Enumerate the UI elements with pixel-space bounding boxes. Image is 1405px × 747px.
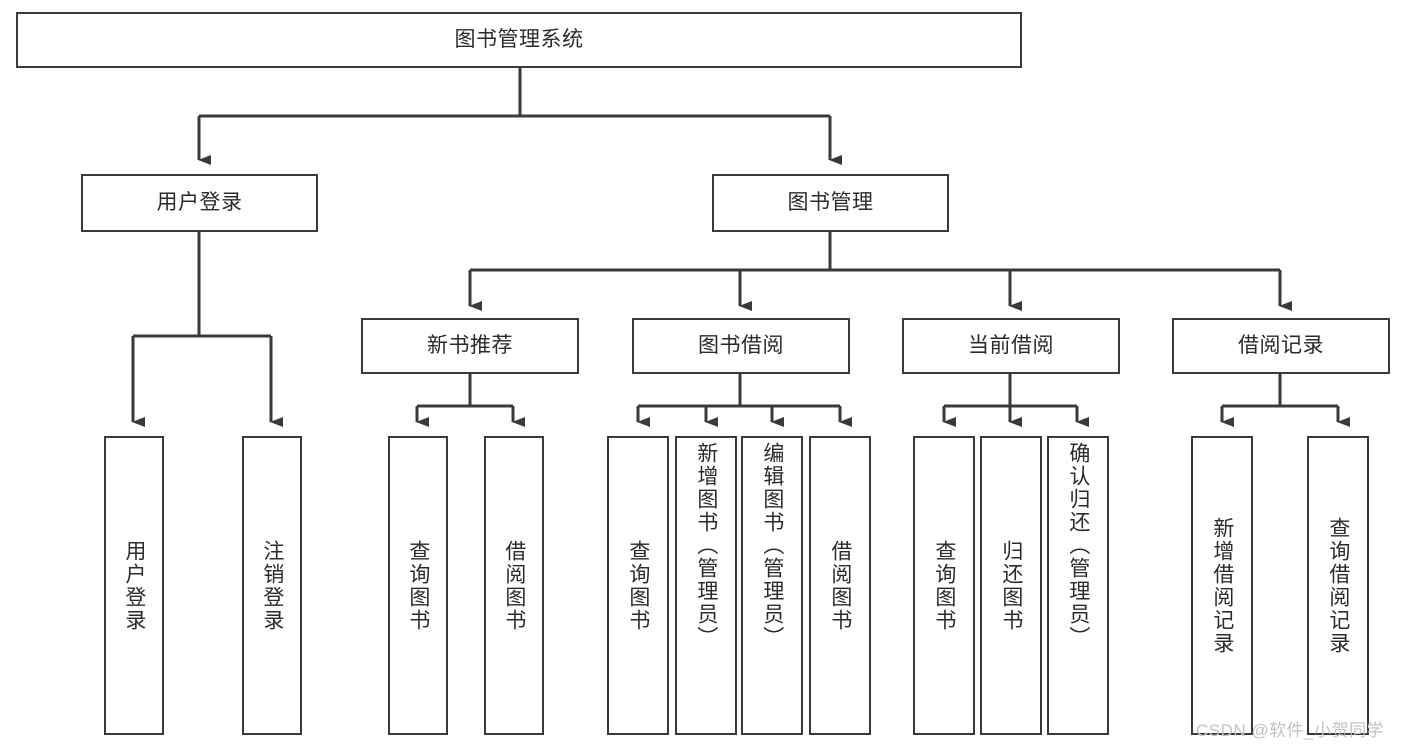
leaf-borrow-book-borrow[interactable]: 借阅图书	[809, 436, 871, 735]
leaf-add-book-admin[interactable]: 新增图书（管理员）	[675, 436, 737, 735]
node-user-login[interactable]: 用户登录	[81, 174, 318, 232]
leaf-query-book-current[interactable]: 查询图书	[913, 436, 975, 735]
node-label: 编辑图书（管理员）	[760, 442, 784, 649]
leaf-user-login[interactable]: 用户登录	[104, 436, 164, 735]
node-new-book-recommend[interactable]: 新书推荐	[361, 318, 579, 374]
node-label: 借阅图书	[828, 539, 852, 632]
node-label: 图书管理系统	[454, 28, 584, 52]
node-borrow-record[interactable]: 借阅记录	[1172, 318, 1390, 374]
leaf-confirm-return-admin[interactable]: 确认归还（管理员）	[1047, 436, 1109, 735]
node-label: 查询借阅记录	[1326, 516, 1350, 655]
node-label: 借阅记录	[1238, 334, 1324, 358]
node-label: 新书推荐	[427, 334, 513, 358]
node-label: 新增借阅记录	[1210, 516, 1234, 655]
node-label: 图书管理	[787, 191, 874, 215]
node-label: 注销登录	[260, 539, 284, 632]
node-label: 新增图书（管理员）	[694, 442, 718, 649]
node-label: 查询图书	[932, 539, 956, 632]
node-book-management[interactable]: 图书管理	[712, 174, 949, 232]
leaf-borrow-book-recommend[interactable]: 借阅图书	[484, 436, 544, 735]
leaf-query-borrow-record[interactable]: 查询借阅记录	[1307, 436, 1369, 735]
node-label: 图书借阅	[698, 334, 784, 358]
node-root-book-management-system[interactable]: 图书管理系统	[16, 12, 1022, 68]
csdn-watermark: CSDN @软件_小贺同学	[1196, 721, 1385, 740]
leaf-edit-book-admin[interactable]: 编辑图书（管理员）	[741, 436, 803, 735]
node-label: 查询图书	[406, 539, 430, 632]
leaf-query-book-recommend[interactable]: 查询图书	[388, 436, 448, 735]
leaf-add-borrow-record[interactable]: 新增借阅记录	[1191, 436, 1253, 735]
node-label: 用户登录	[156, 191, 243, 215]
node-label: 查询图书	[626, 539, 650, 632]
node-current-borrow[interactable]: 当前借阅	[902, 318, 1120, 374]
node-book-borrow[interactable]: 图书借阅	[632, 318, 850, 374]
leaf-query-book-borrow[interactable]: 查询图书	[607, 436, 669, 735]
node-label: 当前借阅	[968, 334, 1054, 358]
node-label: 确认归还（管理员）	[1066, 442, 1090, 649]
node-label: 用户登录	[122, 539, 146, 632]
leaf-logout-login[interactable]: 注销登录	[242, 436, 302, 735]
leaf-return-book[interactable]: 归还图书	[980, 436, 1042, 735]
node-label: 归还图书	[999, 539, 1023, 632]
node-label: 借阅图书	[502, 539, 526, 632]
